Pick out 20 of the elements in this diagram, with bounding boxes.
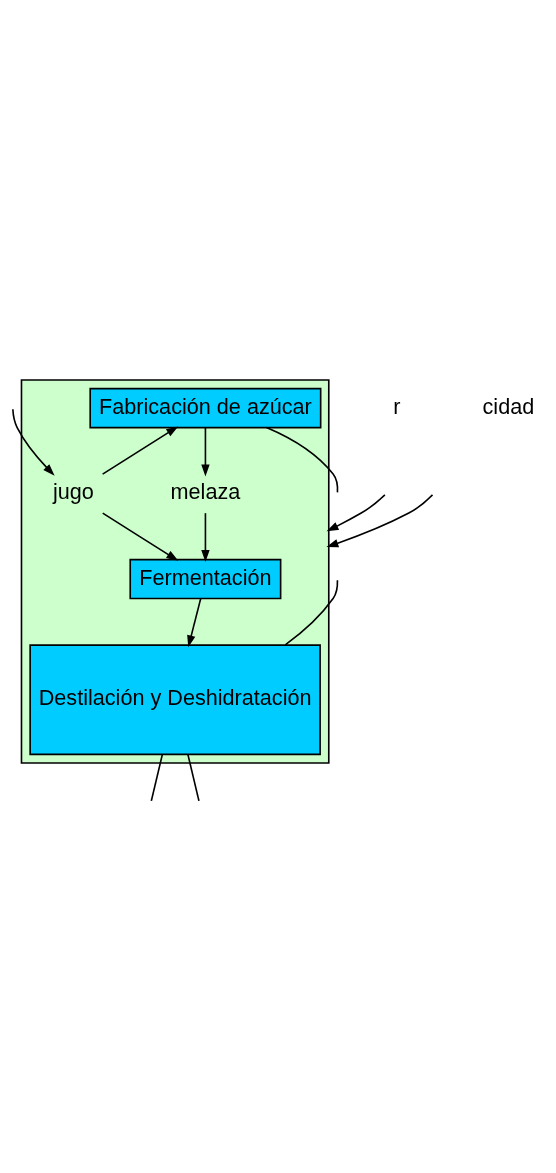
arrow: [12, 408, 55, 476]
arrow: [201, 512, 210, 562]
connector: [187, 753, 200, 802]
node-text: melaza: [170, 479, 241, 505]
arrow: [187, 597, 202, 648]
arrow: [201, 426, 210, 477]
node-box: Fabricación de azúcar: [89, 387, 322, 429]
label: cidad: [482, 393, 535, 419]
cluster: [20, 379, 330, 764]
connector: [150, 753, 164, 802]
connector: [284, 579, 339, 646]
connector: [265, 426, 339, 494]
node-box: Fermentación: [129, 558, 282, 600]
node-text: jugo: [52, 479, 94, 505]
arrow: [101, 512, 179, 561]
arrow: [326, 494, 434, 548]
arrow: [101, 426, 179, 475]
arrow: [326, 494, 386, 532]
label: r: [393, 393, 401, 419]
node-box: Destilación y Deshidratación: [29, 644, 321, 756]
